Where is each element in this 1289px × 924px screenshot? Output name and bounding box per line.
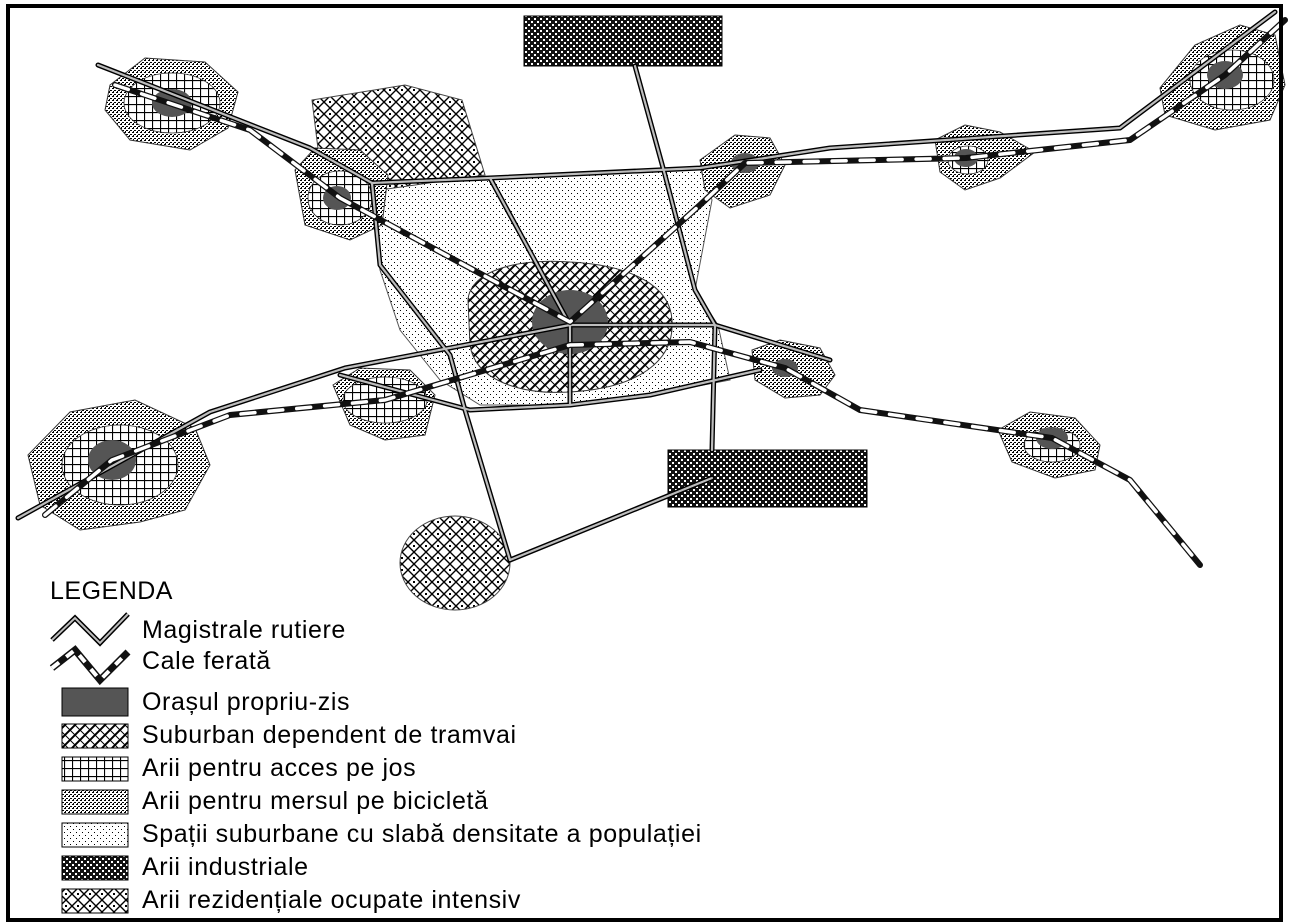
legend-label-cycling: Arii pentru mersul pe bicicletă: [142, 787, 489, 815]
diamond-swatch: [61, 888, 129, 914]
solid-dark-swatch: [61, 687, 129, 717]
legend-title: LEGENDA: [50, 577, 173, 605]
road-network: [15, 9, 1278, 563]
dark-checker-swatch: [61, 855, 129, 881]
legend-label-city: Orașul propriu-zis: [142, 688, 351, 716]
railway-line-icon: [49, 645, 131, 686]
legend-symbols: [49, 612, 131, 914]
legend-label-roads: Magistrale rutiere: [142, 616, 346, 644]
sparse-dots-swatch: [61, 822, 129, 848]
legend-label-industrial: Arii industriale: [142, 853, 309, 881]
industrial-area: [667, 449, 868, 508]
legend-label-residential: Arii rezidențiale ocupate intensiv: [142, 886, 521, 914]
legend-label-tram-suburb: Suburban dependent de tramvai: [142, 721, 517, 749]
legend-label-railway: Cale ferată: [142, 647, 271, 675]
legend-label-low-density: Spații suburbane cu slabă densitate a po…: [142, 820, 702, 848]
grid-swatch: [61, 756, 129, 782]
dense-dots-swatch: [61, 789, 129, 815]
intensive-residential-area: [399, 515, 511, 611]
crosshatch-swatch: [61, 723, 129, 749]
railway-network: [42, 17, 1288, 568]
legend-label-walking: Arii pentru acces pe jos: [142, 754, 417, 782]
industrial-area: [523, 15, 723, 67]
